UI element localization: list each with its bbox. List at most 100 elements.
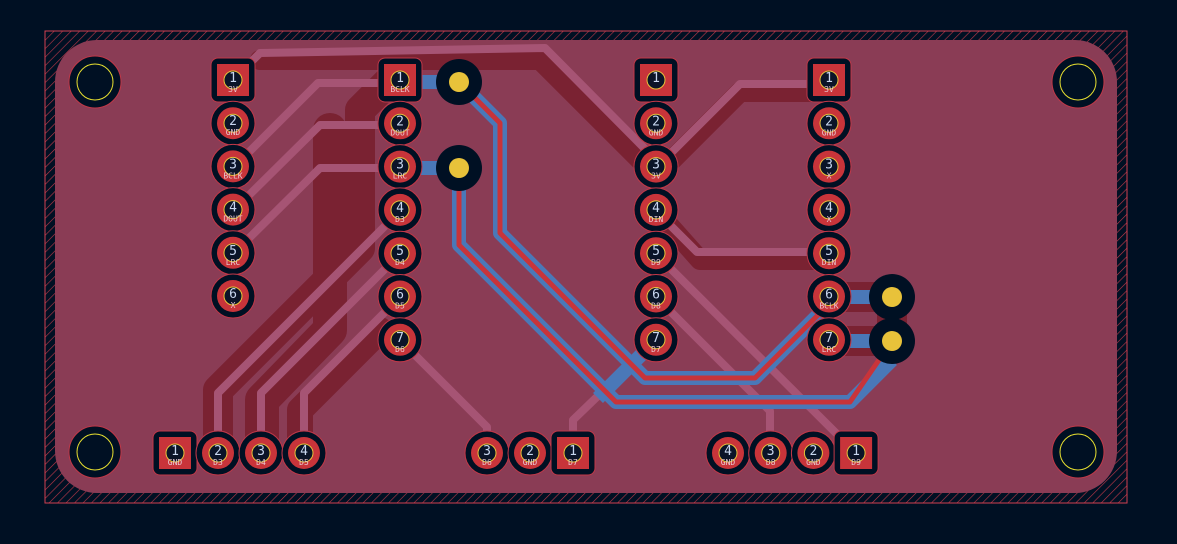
pad-net-label: DOUT [390,128,409,137]
footprint-pads: 13V2GND3BCLK4DOUT5LRC6X1BCLK2DOUT3LRC4D3… [152,57,879,476]
pad-number: 7 [652,331,660,346]
pad[interactable]: 3X [806,144,852,190]
mounting-hole [68,425,122,479]
pad-net-label: 3V [228,85,238,94]
pad[interactable]: 5D9 [633,230,679,276]
pad[interactable]: 7D6 [377,317,423,363]
pad[interactable]: 6X [210,273,256,319]
pad-net-label: GND [822,128,837,137]
pad-net-label: X [231,301,236,310]
pad[interactable]: 4X [806,187,852,233]
mounting-hole [1051,55,1105,109]
pad[interactable]: 7D7 [633,317,679,363]
via[interactable] [869,274,915,320]
pad-number: 2 [396,114,404,129]
pad-number: 2 [809,444,817,459]
pad-number: 1 [825,71,833,86]
pad-net-label: 3V [651,172,661,181]
pad-net-label: GND [721,458,736,467]
pad-number: 4 [300,444,308,459]
pad-number: 3 [767,444,775,459]
pad-number: 3 [229,157,237,172]
pad[interactable]: 1D9 [833,430,879,476]
pad-net-label: BCLK [819,302,838,311]
pad-number: 6 [825,288,833,303]
pad-number: 2 [526,444,534,459]
pad[interactable]: 5D4 [377,230,423,276]
pad-net-label: D9 [651,258,661,267]
pad-number: 6 [652,288,660,303]
pad[interactable]: 3D4 [238,430,284,476]
pad-number: 3 [257,444,265,459]
pad[interactable]: 4D5 [281,430,327,476]
pad-number: 5 [229,244,237,259]
pad-number: 4 [825,201,833,216]
front-copper-tracks [456,80,895,405]
pad[interactable]: 4D3 [377,187,423,233]
pad-net-label: GND [168,458,183,467]
pad-number: 1 [569,444,577,459]
pad-net-label: X [827,215,832,224]
pad[interactable]: 6D5 [377,274,423,319]
pad[interactable]: 2D3 [195,430,241,476]
mounting-hole [1051,425,1105,479]
pad-net-label: D3 [213,458,223,467]
pad[interactable]: 13V [210,57,256,103]
via[interactable] [436,59,482,105]
pad[interactable]: 1 [633,57,679,103]
pad-number: 3 [825,158,833,173]
pad-number: 1 [171,444,179,459]
pad-net-label: LRC [393,172,408,181]
vias [436,59,915,364]
pad[interactable]: 33V [633,144,679,190]
pad-net-label: 3V [824,85,834,94]
via[interactable] [436,145,482,191]
via[interactable] [869,318,915,364]
pad-net-label: D6 [395,345,405,354]
pad-number: 4 [396,201,404,216]
pad-number: 7 [396,331,404,346]
pad-number: 1 [652,71,660,86]
pad[interactable]: 1D7 [550,430,596,476]
pad-net-label: D9 [851,458,861,467]
pad-number: 3 [396,158,404,173]
pad-number: 2 [825,114,833,129]
pad-number: 4 [724,444,732,459]
pad-number: 1 [852,444,860,459]
pad-number: 2 [229,114,237,129]
pad-net-label: DOUT [223,215,242,224]
pad-number: 6 [229,287,237,302]
pad-number: 5 [396,244,404,259]
pad[interactable]: 3D6 [464,430,510,476]
pad-net-label: BCLK [223,171,242,180]
pad-number: 1 [229,71,237,86]
pad[interactable]: 3D8 [748,430,794,476]
pad[interactable]: 13V [806,57,852,103]
pad[interactable]: 6D8 [633,274,679,319]
